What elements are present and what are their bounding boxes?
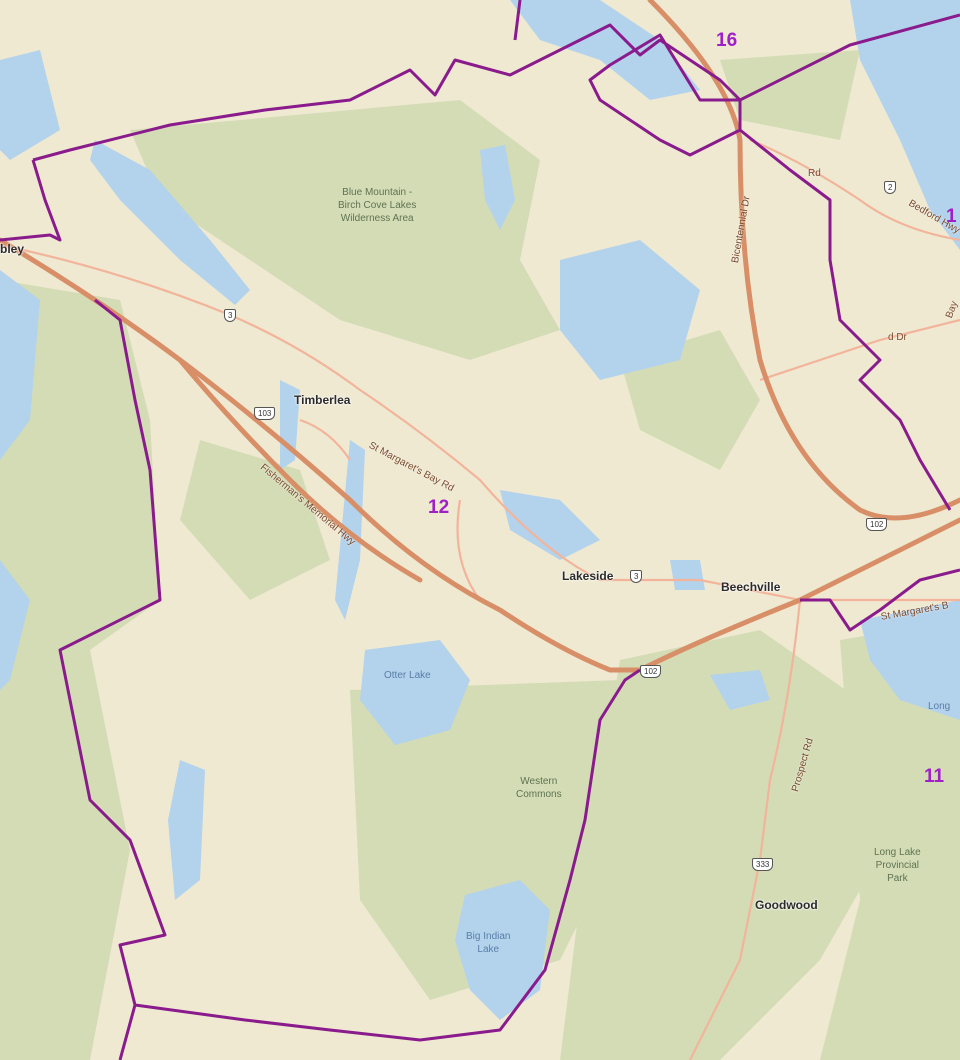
area-label-line: Western [520, 776, 558, 787]
district-label-16[interactable]: 16 [716, 30, 738, 51]
route-2-shield-icon[interactable]: 2 [884, 181, 897, 194]
district-label-11[interactable]: 11 [924, 766, 945, 787]
area-label-line: Long Lake [874, 847, 921, 858]
area-label-blue-mountain[interactable]: Blue Mountain - Birch Cove Lakes Wildern… [338, 186, 416, 225]
highway-layer [0, 0, 960, 673]
place-label-lakeside[interactable]: Lakeside [562, 569, 614, 583]
water-label-line: Lake [477, 944, 500, 955]
district-label-12[interactable]: 12 [428, 497, 450, 518]
area-label-western-commons[interactable]: Western Commons [516, 775, 562, 801]
forest-layer [0, 50, 960, 1060]
area-label-line: Park [887, 873, 908, 884]
area-label-line: Birch Cove Lakes [338, 200, 417, 211]
place-label-beechville[interactable]: Beechville [721, 580, 781, 594]
highway-102-shield-icon[interactable]: 102 [640, 665, 662, 678]
highway-103-shield-icon[interactable]: 103 [254, 407, 276, 420]
road-label-dr-fragment[interactable]: d Dr [888, 332, 907, 343]
place-label-bley[interactable]: bley [0, 242, 25, 256]
place-label-goodwood[interactable]: Goodwood [755, 898, 818, 912]
place-label-timberlea[interactable]: Timberlea [294, 393, 351, 407]
district-label-1-partial[interactable]: 1 [946, 206, 957, 227]
area-label-line: Provincial [875, 860, 920, 871]
area-label-line: Blue Mountain - [342, 187, 413, 198]
highway-102-shield-icon[interactable]: 102 [866, 518, 888, 531]
water-label-big-indian-lake[interactable]: Big Indian Lake [466, 930, 510, 956]
area-label-long-lake-park[interactable]: Long Lake Provincial Park [874, 846, 921, 885]
road-layer [0, 138, 960, 1060]
area-label-line: Wilderness Area [340, 213, 414, 224]
water-label-long[interactable]: Long [928, 701, 951, 712]
road-label-rd-fragment[interactable]: Rd [808, 168, 821, 179]
area-label-line: Commons [516, 789, 562, 800]
water-label-line: Big Indian [466, 931, 511, 942]
route-3-shield-icon[interactable]: 3 [630, 570, 643, 583]
route-333-shield-icon[interactable]: 333 [752, 858, 774, 871]
water-layer [0, 0, 960, 1020]
water-label-otter-lake[interactable]: Otter Lake [384, 670, 431, 681]
route-3-shield-icon[interactable]: 3 [224, 309, 237, 322]
